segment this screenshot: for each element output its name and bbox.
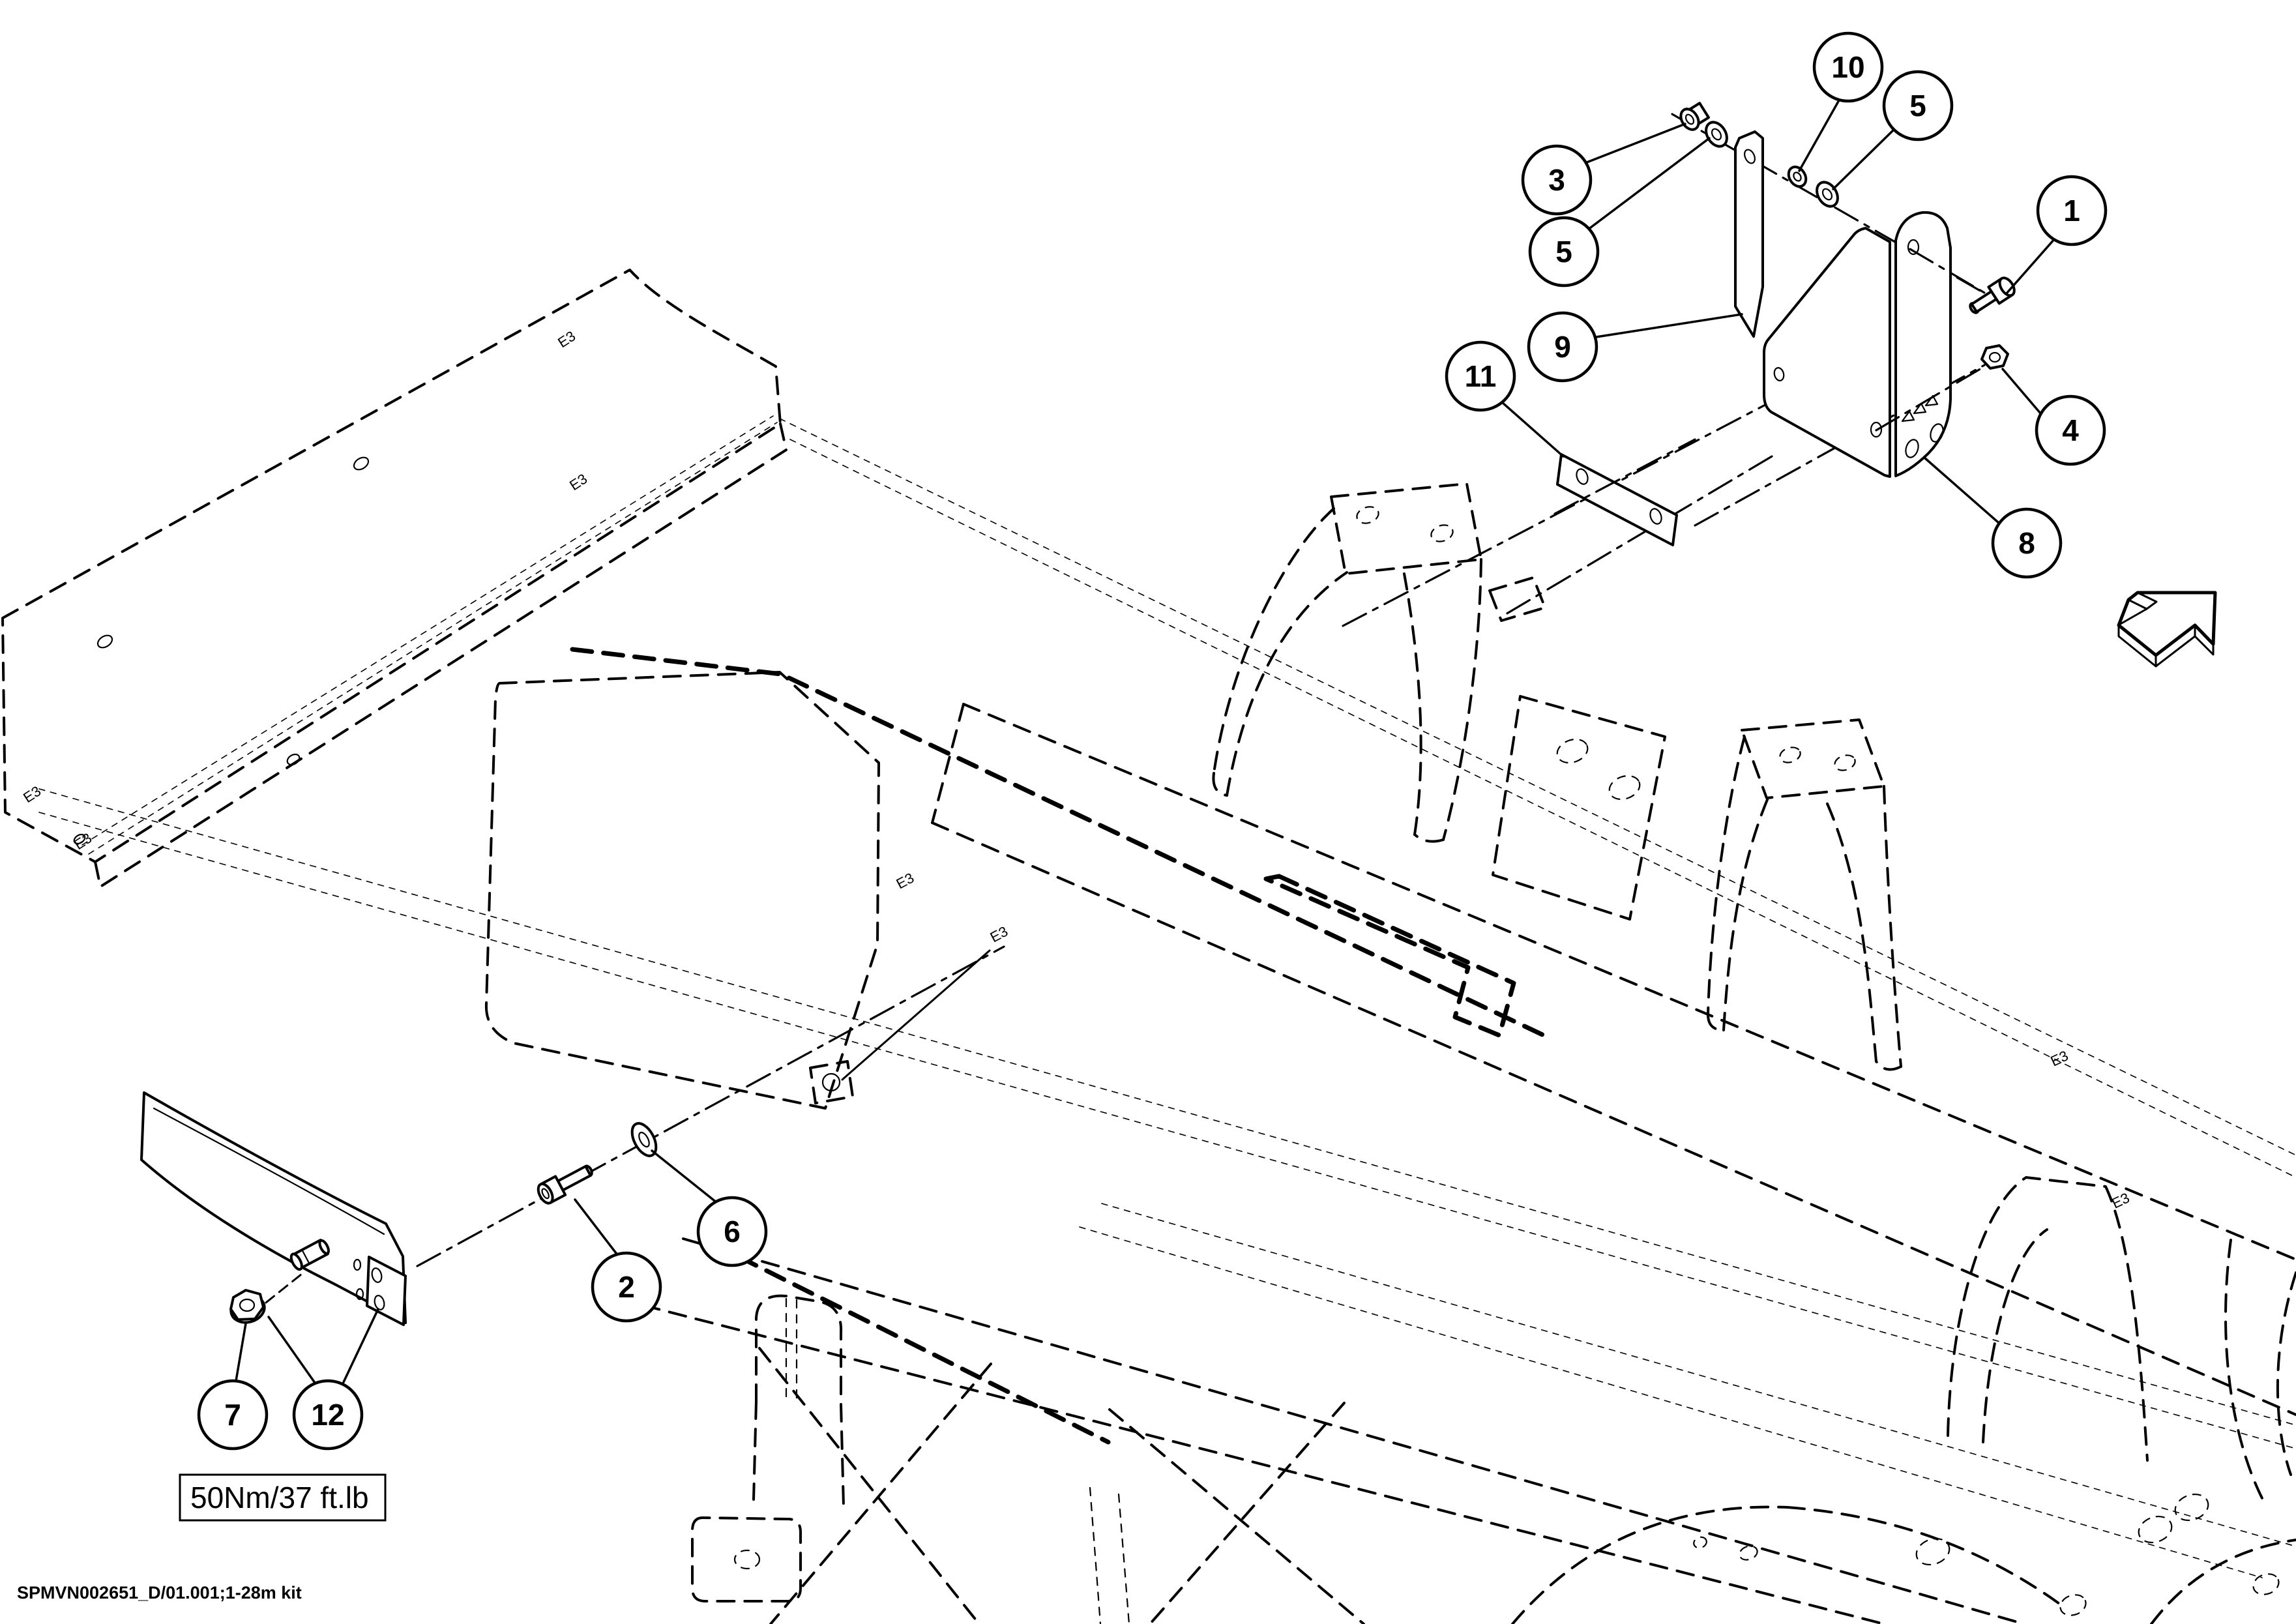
part-bolt [537, 1164, 593, 1205]
callout-number: 12 [311, 1398, 344, 1432]
part-washer [1816, 181, 1839, 208]
callout-balloon-6: 6 [696, 1196, 768, 1267]
callout-number: 9 [1554, 330, 1571, 364]
part-bushing [289, 1239, 330, 1271]
callout-balloon-10: 10 [1812, 31, 1884, 103]
callout-balloon-9: 9 [1527, 311, 1598, 383]
callout-number: 1 [2063, 194, 2080, 228]
part-bolt [1969, 276, 2016, 314]
part-bracket-plate [1763, 211, 1952, 478]
part-screw-flat [1787, 166, 1808, 188]
callout-balloon-8: 8 [1991, 507, 2063, 579]
hose-routing [570, 647, 1546, 1445]
callout-balloon-5a: 5 [1528, 216, 1600, 288]
callout-balloon-11: 11 [1445, 340, 1516, 412]
part-end-plate [353, 1256, 407, 1326]
part-nut [1980, 344, 2009, 370]
part-skid-blade [140, 1091, 407, 1324]
callout-balloon-3: 3 [1521, 144, 1593, 216]
callout-balloon-2: 2 [591, 1251, 662, 1323]
torque-spec-label: 50Nm/37 ft.lb [190, 1481, 369, 1514]
callout-leaders [235, 98, 2056, 1384]
frame-markings: E3 E3 E3 E3 E3 E3 E3 E3 [20, 328, 2132, 1212]
exploded-bracket-assembly [1553, 102, 2016, 546]
frame-marking-text: E3 [894, 870, 917, 893]
part-spacer-plate [1556, 453, 1678, 546]
callout-number: 7 [224, 1398, 241, 1432]
part-strip [1734, 130, 1764, 338]
frame-linework [38, 418, 2296, 1624]
callout-number: 2 [618, 1270, 635, 1304]
callout-number: 4 [2062, 413, 2079, 447]
frame-marking-text: E3 [20, 783, 44, 806]
part-flange-nut [229, 1289, 266, 1324]
callout-balloon-4: 4 [2035, 394, 2106, 466]
callout-number: 5 [1909, 89, 1926, 123]
callout-balloon-1: 1 [2036, 175, 2108, 246]
direction-arrow-icon [2117, 591, 2217, 668]
callout-number: 5 [1555, 235, 1572, 269]
callout-number: 11 [1465, 359, 1497, 393]
frame-marking-text: E3 [988, 923, 1011, 946]
bolt-washer-assembly [537, 1122, 658, 1205]
top-left-panel [1, 269, 787, 888]
callout-number: 6 [724, 1215, 741, 1248]
torque-spec-box: 50Nm/37 ft.lb [179, 1473, 387, 1522]
callout-balloon-5b: 5 [1882, 70, 1954, 141]
callout-balloon-7: 7 [197, 1379, 269, 1451]
frame-marking-text: E3 [2110, 1189, 2132, 1211]
skid-blade-assembly [140, 1091, 407, 1326]
part-washer [630, 1122, 658, 1157]
callout-balloon-12: 12 [292, 1379, 364, 1451]
callout-balloons: 1 2 3 4 5 5 6 7 8 9 10 1 [197, 31, 2108, 1451]
frame-marking-text: E3 [555, 328, 578, 351]
frame-marking-text: E3 [567, 471, 590, 494]
callout-number: 3 [1548, 163, 1565, 197]
footer-part-code: SPMVN002651_D/01.001;1-28m kit [17, 1583, 302, 1602]
callout-number: 10 [1831, 50, 1864, 84]
callout-number: 8 [2018, 526, 2035, 560]
frame-marking-text: E3 [2048, 1047, 2071, 1069]
